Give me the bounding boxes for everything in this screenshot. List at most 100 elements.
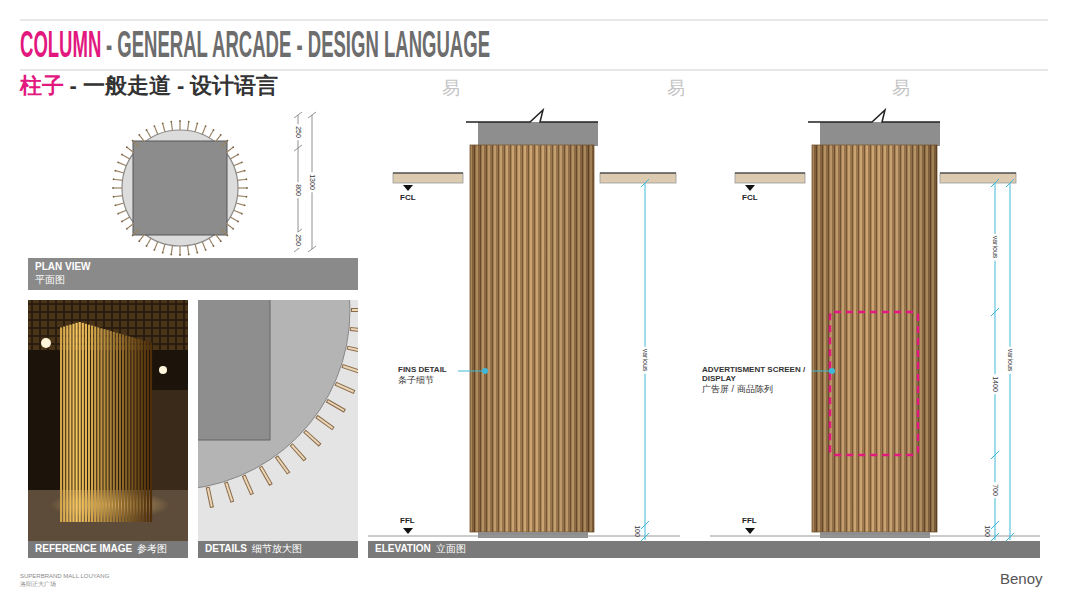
fin-tip [117, 213, 119, 215]
fin-tip [246, 178, 248, 180]
fin [188, 122, 189, 131]
fin-tip [112, 187, 114, 189]
fin [209, 130, 214, 138]
fin-tip [246, 187, 248, 189]
fin [221, 141, 227, 147]
fin-detail-face [317, 417, 332, 428]
dimension: 1400 [991, 374, 1000, 394]
callout-subtitle: 条子细节 [398, 375, 434, 385]
dimension: various [641, 347, 650, 374]
fin [230, 217, 238, 222]
fin-detail-face [336, 384, 353, 392]
reference-fin [97, 327, 99, 522]
fin [118, 210, 126, 213]
reference-fin [125, 336, 127, 523]
fin [147, 130, 152, 138]
reference-fin [144, 341, 146, 522]
dimension: various [1006, 347, 1015, 374]
fin [234, 210, 242, 213]
fin-detail [342, 366, 358, 372]
fin-detail-face [305, 432, 319, 445]
fin-detail [244, 475, 253, 494]
fin [209, 238, 214, 246]
fin-tip [117, 161, 119, 163]
fin-tip [205, 125, 207, 127]
fin-detail-face [343, 366, 358, 372]
company-logo: Benoy [1000, 570, 1043, 587]
section-band: DETAILS 细节放大图 [198, 541, 358, 558]
fin [114, 196, 123, 197]
dimension: 800 [294, 182, 303, 198]
fin [171, 122, 172, 131]
fin-tip [213, 245, 215, 247]
fin-tip [162, 122, 164, 124]
reference-fin [141, 340, 143, 522]
fin-tip [237, 221, 239, 223]
reference-fin [138, 339, 140, 522]
fin [236, 203, 245, 205]
band-heading: REFERENCE IMAGE [35, 543, 132, 556]
fin-detail-face [348, 348, 358, 352]
fin-tip [132, 140, 134, 142]
fin-detail-face [261, 468, 271, 484]
fin-tip [153, 125, 155, 127]
band-heading: DETAILS [205, 543, 247, 556]
section-band: PLAN VIEW平面图 [28, 258, 358, 290]
dimension: 250 [294, 124, 303, 140]
reference-fin [134, 338, 136, 522]
reference-fin [113, 332, 115, 522]
callout-title: FINS DETAIL [398, 365, 447, 374]
fin-detail [316, 416, 333, 428]
fin-tip [153, 249, 155, 251]
title-keyword: COLUMN [20, 24, 101, 65]
fin-tip [241, 161, 243, 163]
fin-tip [232, 228, 234, 230]
reference-fin [116, 333, 118, 522]
reference-fin [147, 342, 149, 522]
fin [139, 135, 144, 142]
reference-fin [94, 327, 96, 523]
fin [234, 162, 242, 165]
fin-tip [146, 129, 148, 131]
fin-tip [138, 134, 140, 136]
dimension: 1300 [308, 172, 317, 192]
reference-fin [100, 328, 102, 522]
fin [238, 187, 247, 188]
fin-tip [126, 146, 128, 148]
fin-tip [114, 204, 116, 206]
fin-detail-face [226, 483, 232, 501]
fin-detail-face [208, 488, 212, 507]
reference-fin [122, 335, 124, 522]
fin-tip [226, 234, 228, 236]
fin-tip [205, 249, 207, 251]
reference-fin [107, 330, 109, 522]
level-mark: FFL [742, 516, 757, 525]
fin [163, 244, 165, 253]
fin [154, 242, 157, 250]
fin-tip [241, 213, 243, 215]
fin [195, 123, 197, 132]
band-subheading: 细节放大图 [252, 543, 302, 556]
fin-detail [327, 401, 345, 412]
fin [133, 229, 139, 235]
fin-tip [132, 234, 134, 236]
fin-tip [188, 121, 190, 123]
fin-tip [213, 129, 215, 131]
fin-detail-face [277, 457, 288, 472]
section-band: ELEVATION立面图 [368, 541, 1040, 558]
fin [118, 162, 126, 165]
fin [221, 229, 227, 235]
fin [215, 135, 220, 142]
dimension: 250 [294, 232, 303, 248]
level-mark: FCL [742, 193, 758, 202]
fin-detail-face [244, 476, 252, 493]
fin-detail [261, 467, 272, 485]
fin-tip [188, 254, 190, 256]
reference-fin [60, 327, 62, 522]
fin [226, 147, 233, 152]
fin-tip [170, 254, 172, 256]
fin-detail [226, 482, 232, 502]
reference-fin [82, 323, 84, 522]
reference-fin [69, 325, 71, 522]
fin-tip [179, 254, 181, 256]
